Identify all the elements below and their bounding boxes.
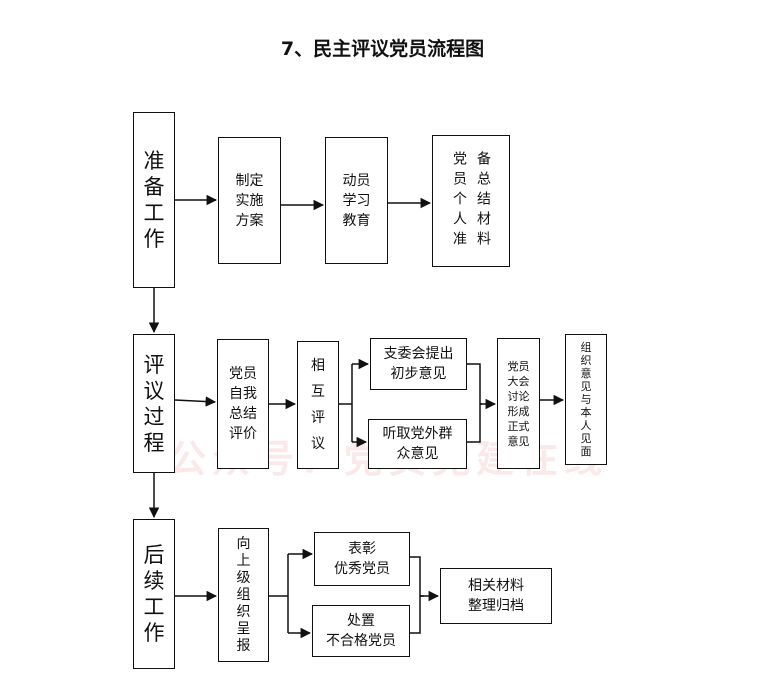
step-branch-opinion: 支委会提出 初步意见 bbox=[370, 338, 467, 390]
phase-prepare: 准 备 工 作 bbox=[133, 112, 175, 288]
step-personal-material: 党员个人准备总结材料 bbox=[432, 135, 510, 267]
step-report: 向 上 级 组 织 呈 报 bbox=[218, 528, 269, 662]
connector-report-split bbox=[269, 554, 289, 633]
step-handle: 处置 不合格党员 bbox=[312, 605, 410, 657]
page-title: 7、民主评议党员流程图 bbox=[280, 38, 485, 60]
step-archive: 相关材料 整理归档 bbox=[440, 568, 552, 624]
step-public-opinion: 听取党外群 众意见 bbox=[368, 419, 467, 469]
connector-merge bbox=[467, 363, 482, 443]
step-plan: 制定 实施 方案 bbox=[218, 137, 281, 264]
arrow-review-to-self-eval bbox=[174, 396, 217, 407]
step-commend: 表彰 优秀党员 bbox=[314, 532, 410, 586]
connector-mutual-split bbox=[339, 364, 353, 442]
step-self-eval: 党员 自我 总结 评价 bbox=[217, 339, 269, 469]
phase-review: 评 议 过 程 bbox=[133, 334, 175, 473]
step-feedback: 组 织 意 见 与 本 人 见 面 bbox=[565, 334, 607, 465]
step-personal-material-label: 党员个人准备总结材料 bbox=[451, 151, 491, 251]
connector-archive-merge bbox=[410, 556, 424, 634]
step-mobilize: 动员 学习 教育 bbox=[325, 137, 388, 264]
phase-followup: 后 续 工 作 bbox=[133, 519, 175, 669]
step-meeting: 党员 大会 讨论 形成 正式 意见 bbox=[497, 338, 540, 469]
step-mutual-eval: 相 互 评 议 bbox=[297, 341, 339, 469]
